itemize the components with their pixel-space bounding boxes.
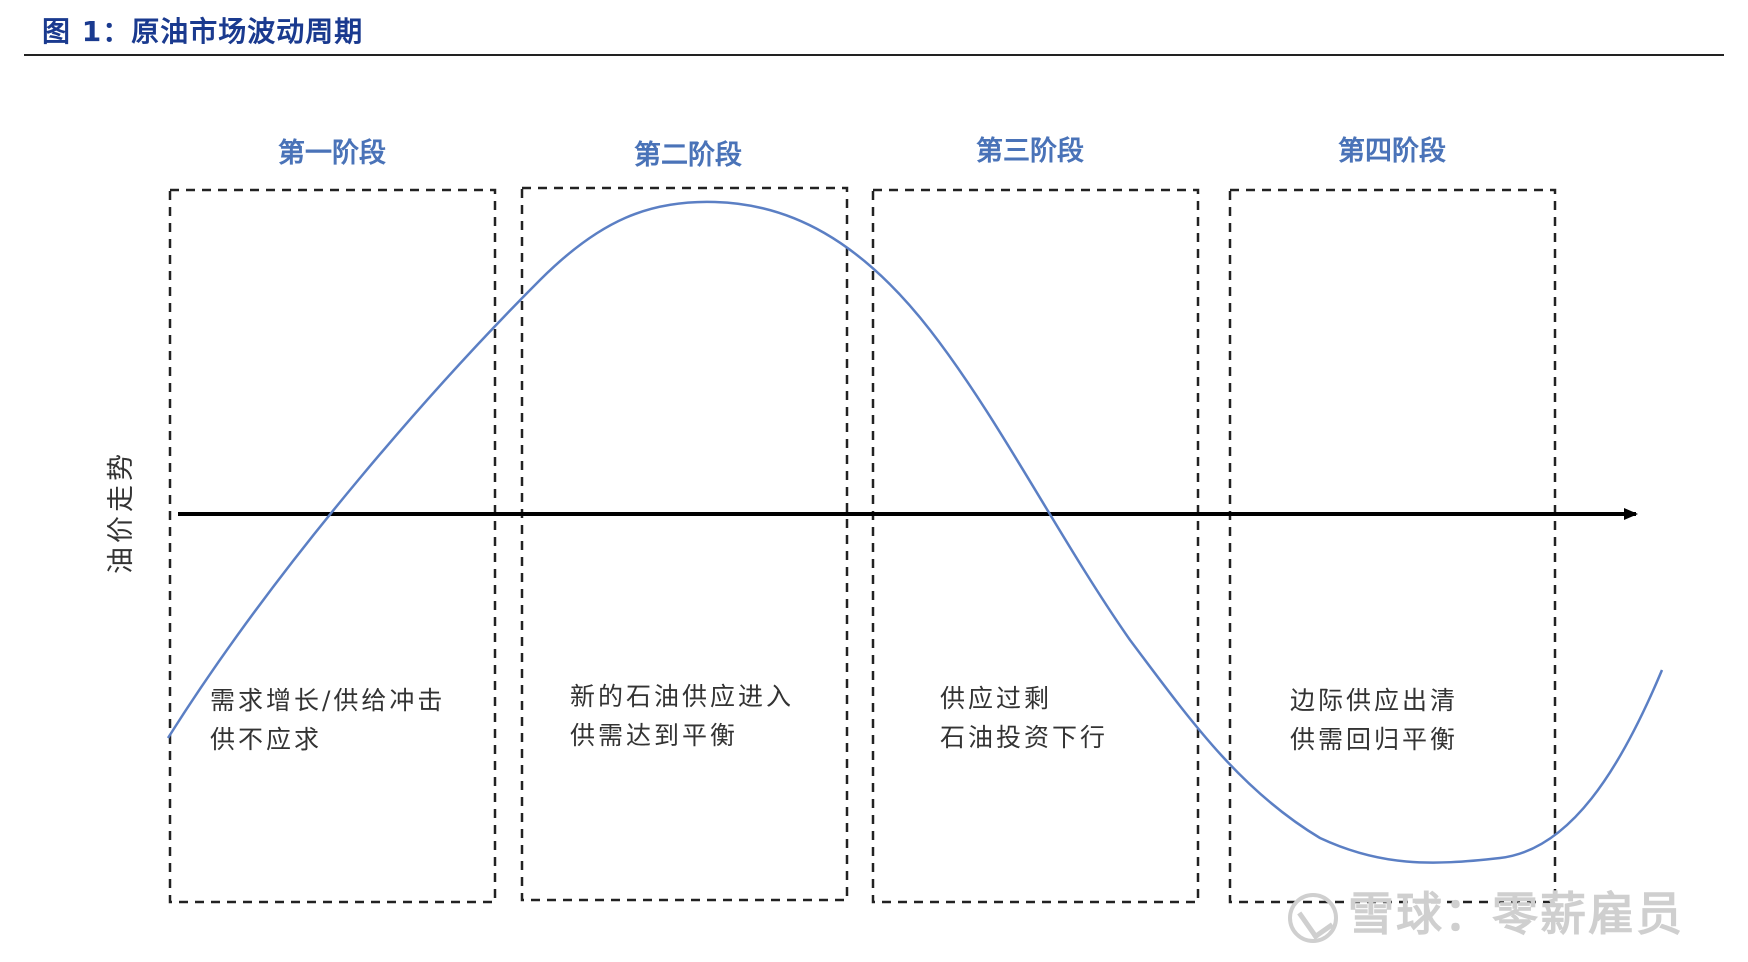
oil-price-curve xyxy=(166,200,1664,864)
watermark-text: 雪球：零薪雇员 xyxy=(1348,887,1684,941)
title-divider xyxy=(24,54,1724,56)
stage-box-1 xyxy=(168,188,497,904)
stage-1-line-2: 供不应求 xyxy=(210,725,322,754)
stage-box-4 xyxy=(1228,188,1557,904)
figure-title: 图 1：原油市场波动周期 xyxy=(42,15,364,48)
stage-1-line-1: 需求增长/供给冲击 xyxy=(210,686,445,715)
stage-3-line-2: 石油投资下行 xyxy=(940,723,1108,752)
stage-4-line-1: 边际供应出清 xyxy=(1290,686,1458,715)
watermark: 雪球：零薪雇员 xyxy=(1288,878,1684,944)
stage-4-line-2: 供需回归平衡 xyxy=(1290,725,1458,754)
y-axis-label: 油价走势 xyxy=(106,450,137,574)
stage-label-3: 第三阶段 xyxy=(976,135,1084,167)
stage-3-line-1: 供应过剩 xyxy=(940,684,1052,713)
stage-label-2: 第二阶段 xyxy=(634,139,742,171)
stage-box-2 xyxy=(520,186,849,902)
stage-label-1: 第一阶段 xyxy=(278,137,386,169)
stage-box-3 xyxy=(871,188,1200,904)
stage-2-line-1: 新的石油供应进入 xyxy=(570,682,794,711)
stage-label-4: 第四阶段 xyxy=(1338,135,1446,167)
stage-2-line-2: 供需达到平衡 xyxy=(570,721,738,750)
snowball-logo-icon xyxy=(1288,892,1338,943)
